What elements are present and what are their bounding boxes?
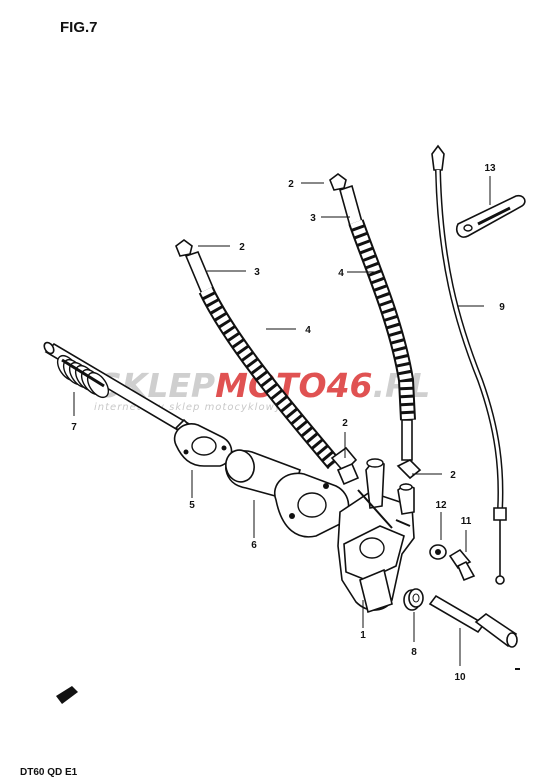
front-direction-arrow-icon [56, 686, 78, 704]
callout-10: 10 [454, 672, 466, 683]
washer [429, 544, 447, 560]
leader-lines [73, 176, 491, 666]
oil-hose-right [329, 173, 422, 480]
callout-1: 1 [360, 630, 366, 641]
callout-3-right: 3 [310, 213, 316, 224]
pump-gasket [173, 423, 233, 467]
hose-spring-guard-right [348, 219, 416, 421]
callout-5: 5 [189, 500, 195, 511]
pump-control-cable [431, 144, 507, 585]
callout-6: 6 [251, 540, 257, 551]
hose-spring-guard-left [198, 286, 341, 470]
watermark-tagline: internetowy sklep motocyklowy [94, 402, 282, 413]
callout-labels: 2 3 4 13 9 2 3 4 7 2 2 5 6 12 11 1 8 10 [71, 163, 505, 683]
callout-3-left: 3 [254, 267, 260, 278]
seal-ring [408, 588, 424, 608]
callout-12: 12 [435, 500, 447, 511]
oil-hose-left [175, 239, 360, 486]
callout-8: 8 [411, 647, 417, 658]
figure-title: FIG.7 [60, 19, 98, 36]
callout-2-right: 2 [450, 470, 456, 481]
callout-4-left: 4 [305, 325, 311, 336]
callout-13: 13 [484, 163, 496, 174]
callout-2-left: 2 [239, 242, 245, 253]
callout-2-top: 2 [288, 179, 294, 190]
callout-9: 9 [499, 302, 505, 313]
model-code: DT60 QD E1 [20, 767, 78, 778]
gear-shaft [428, 594, 518, 648]
callout-4-right: 4 [338, 268, 344, 279]
callout-7: 7 [71, 422, 77, 433]
oil-pump-body [337, 458, 421, 614]
pump-housing [225, 449, 350, 538]
watermark-part-3: 46 [326, 366, 373, 405]
bolt [448, 548, 476, 582]
cable-bracket [455, 194, 526, 238]
callout-2-center: 2 [342, 418, 348, 429]
callout-11: 11 [461, 516, 472, 527]
